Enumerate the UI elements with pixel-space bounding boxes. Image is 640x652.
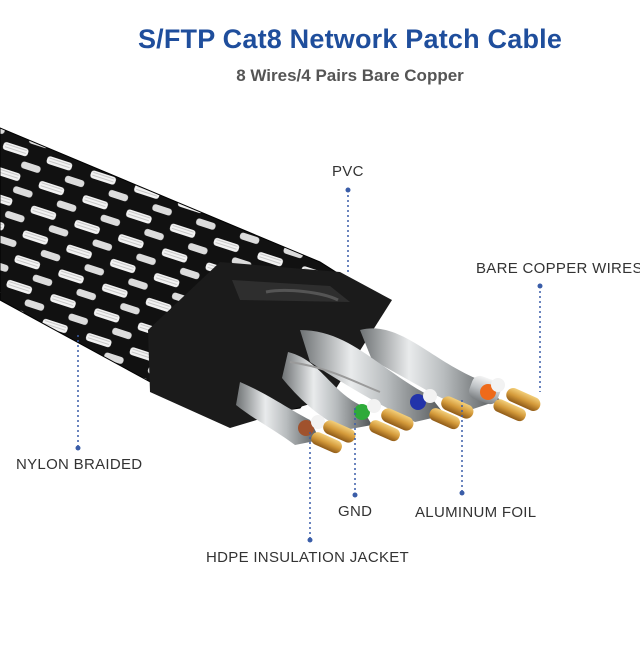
- label-pvc: PVC: [332, 163, 364, 180]
- twisted-pair-wires-icon: [236, 328, 505, 445]
- diagram-title: S/FTP Cat8 Network Patch Cable: [137, 24, 563, 54]
- label-aluminum-foil: ALUMINUM FOIL: [415, 504, 537, 521]
- label-hdpe-insulation-jacket: HDPE INSULATION JACKET: [206, 549, 410, 566]
- diagram-subtitle: 8 Wires/4 Pairs Bare Copper: [236, 66, 464, 85]
- leader-dots: [75, 187, 543, 543]
- label-bare-copper-wires: BARE COPPER WIRES: [476, 260, 640, 277]
- copper-strands-icon: [311, 388, 541, 454]
- leader-lines: [77, 190, 541, 540]
- label-nylon-braided: NYLON BRAIDED: [16, 456, 143, 473]
- label-gnd: GND: [338, 503, 373, 520]
